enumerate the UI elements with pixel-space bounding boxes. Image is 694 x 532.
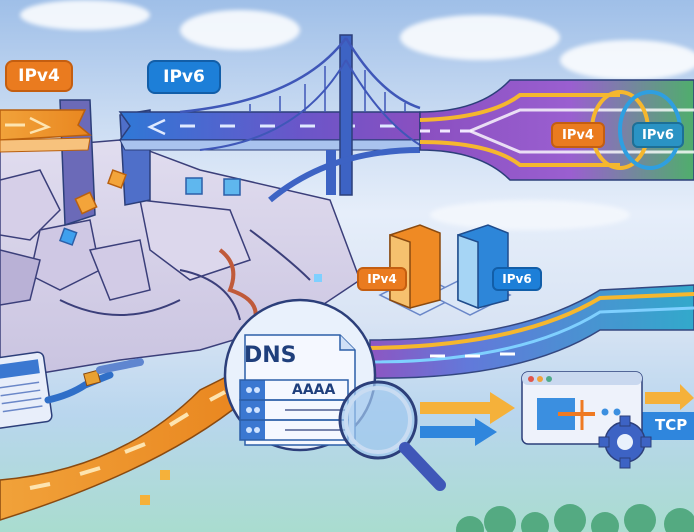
dns-aaaa-record: AAAA bbox=[292, 382, 336, 398]
ipv4-broken-road bbox=[0, 109, 92, 153]
cloud bbox=[560, 40, 694, 80]
dns-lookup bbox=[223, 298, 446, 491]
ipv6-bridge-tag: IPv6 bbox=[147, 60, 221, 94]
server-ipv4-tag: IPv4 bbox=[357, 267, 407, 291]
dual-stack-ipv6-tag: IPv6 bbox=[632, 122, 684, 148]
cloud bbox=[400, 15, 560, 60]
dual-servers bbox=[378, 224, 512, 316]
cloud bbox=[20, 0, 150, 30]
ipv6-bridge bbox=[118, 34, 421, 203]
server-ipv6-tag: IPv6 bbox=[492, 267, 542, 291]
ipv4-road-tag: IPv4 bbox=[5, 60, 73, 92]
web-page-card bbox=[0, 351, 144, 429]
dual-stack-ipv4-tag: IPv4 bbox=[551, 122, 605, 148]
traffic-arrows bbox=[420, 384, 694, 446]
cloud bbox=[180, 10, 300, 50]
tcp-label: TCP bbox=[655, 416, 688, 434]
lower-traffic-lanes bbox=[369, 284, 694, 379]
dual-stack-lanes bbox=[419, 79, 694, 181]
dns-title: DNS bbox=[244, 343, 297, 368]
application-window bbox=[521, 371, 652, 469]
data-blocks bbox=[59, 169, 322, 505]
cloud bbox=[430, 200, 630, 230]
foliage bbox=[456, 504, 694, 532]
